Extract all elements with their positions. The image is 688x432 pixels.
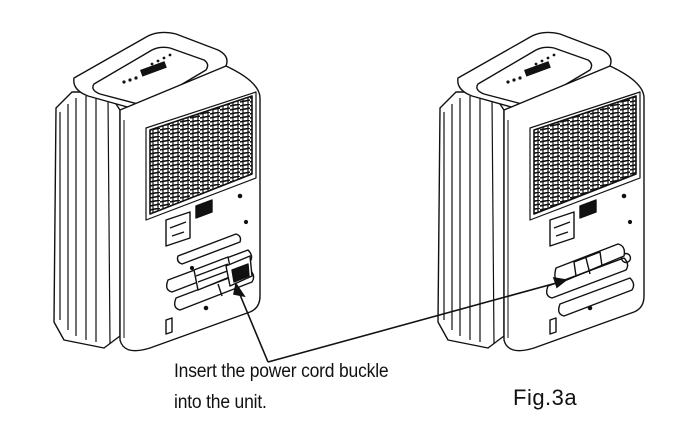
leader-line-right — [267, 281, 561, 363]
arrowhead-left — [233, 281, 246, 298]
dehumidifier-left — [53, 31, 261, 352]
figure-label: Fig.3a — [513, 385, 578, 410]
callout-text-line2: into the unit. — [174, 392, 267, 413]
arrowhead-right — [552, 276, 568, 289]
leader-line-left — [237, 289, 269, 363]
callout-text-line1: Insert the power cord buckle — [174, 361, 389, 382]
dehumidifier-right — [437, 31, 645, 352]
callout-leader-lines — [233, 276, 568, 363]
